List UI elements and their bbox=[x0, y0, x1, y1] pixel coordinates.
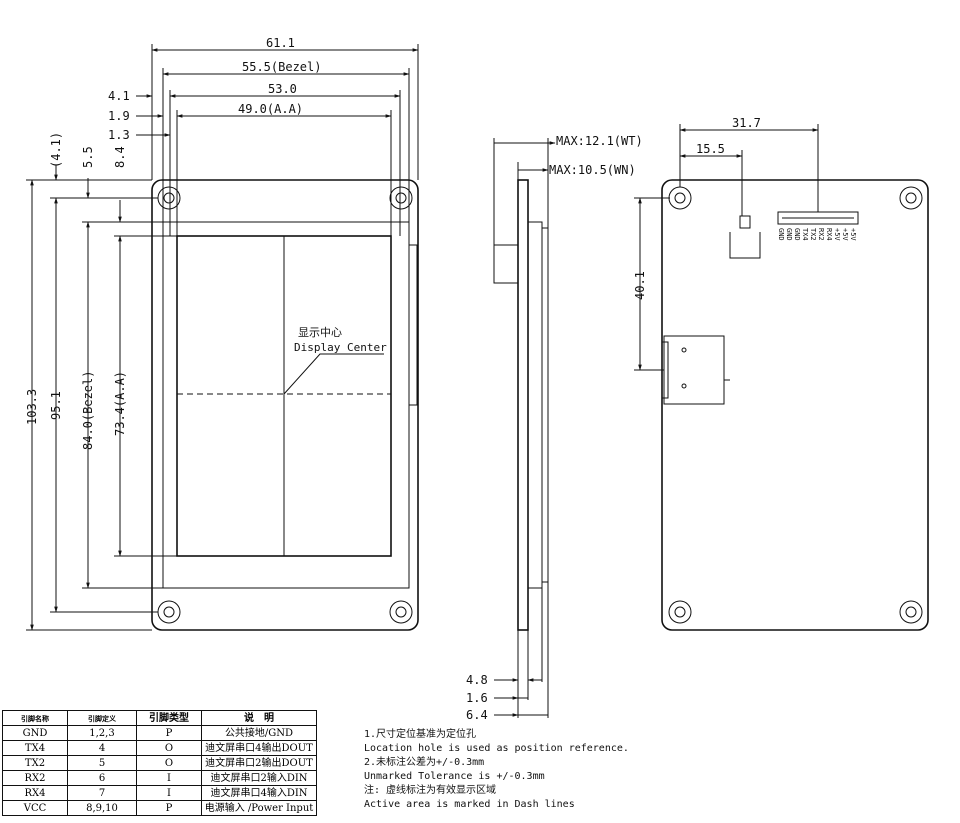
dim-53-0: 53.0 bbox=[268, 82, 297, 96]
dim-8-4: 8.4 bbox=[113, 146, 127, 168]
cell: 8,9,10 bbox=[67, 800, 137, 816]
back-hole-tr bbox=[899, 186, 923, 210]
pin-label: GND bbox=[785, 228, 793, 241]
note-line: 1.尺寸定位基准为定位孔 bbox=[364, 729, 477, 740]
cell: 电源输入 /Power Input bbox=[201, 800, 317, 816]
dim-15-5: 15.5 bbox=[696, 142, 725, 156]
back-usb-port bbox=[663, 335, 725, 405]
cell: P bbox=[136, 725, 202, 741]
front-outline bbox=[151, 179, 419, 631]
cell: O bbox=[136, 755, 202, 771]
back-hole-tl bbox=[668, 186, 692, 210]
cell: 7 bbox=[67, 785, 137, 801]
cell: P bbox=[136, 800, 202, 816]
header-pin-type: 引脚类型 bbox=[136, 710, 202, 726]
dim-1-9: 1.9 bbox=[108, 109, 130, 123]
cell: I bbox=[136, 770, 202, 786]
cell: 公共接地/GND bbox=[201, 725, 317, 741]
notes: 1.尺寸定位基准为定位孔 Location hole is used as po… bbox=[364, 728, 629, 812]
dim-95-1: 95.1 bbox=[49, 391, 63, 420]
dim-4-1: 4.1 bbox=[108, 89, 130, 103]
cell: GND bbox=[2, 725, 68, 741]
back-outline bbox=[661, 179, 929, 631]
cell: 迪文屏串口4输入DIN bbox=[201, 785, 317, 801]
bezel-outline bbox=[162, 221, 410, 589]
dim-6-4: 6.4 bbox=[466, 708, 488, 722]
note-line: Unmarked Tolerance is +/-0.3mm bbox=[364, 771, 545, 782]
cell: 迪文屏串口2输出DOUT bbox=[201, 755, 317, 771]
dim-5-5: 5.5 bbox=[81, 146, 95, 168]
display-center-cn: 显示中心 bbox=[298, 326, 342, 339]
cell: I bbox=[136, 785, 202, 801]
mounting-hole-tr bbox=[389, 186, 413, 210]
dim-73-4: 73.4(A.A) bbox=[113, 371, 127, 436]
header-pin-def: 引脚定义 bbox=[67, 710, 137, 726]
cell: 迪文屏串口4输出DOUT bbox=[201, 740, 317, 756]
back-button bbox=[739, 215, 751, 229]
cell: VCC bbox=[2, 800, 68, 816]
display-center-en: Display Center bbox=[294, 341, 387, 354]
pin-label: RX2 bbox=[817, 228, 825, 241]
dim-55-5: 55.5(Bezel) bbox=[242, 60, 321, 74]
pin-label: +5V bbox=[841, 228, 849, 241]
dim-4-8: 4.8 bbox=[466, 673, 488, 687]
dim-40-1: 40.1 bbox=[633, 271, 647, 300]
note-line: 注: 虚线标注为有效显示区域 bbox=[364, 785, 497, 796]
header-desc: 说 明 bbox=[201, 710, 317, 726]
dim-103-3: 103.3 bbox=[25, 389, 39, 425]
cell: 6 bbox=[67, 770, 137, 786]
mounting-hole-bl bbox=[157, 600, 181, 624]
dim-31-7: 31.7 bbox=[732, 116, 761, 130]
front-view: 显示中心 Display Center 61.1 55.5(Bezel) 53.… bbox=[25, 36, 419, 631]
cell: TX4 bbox=[2, 740, 68, 756]
cell: RX4 bbox=[2, 785, 68, 801]
cell: RX2 bbox=[2, 770, 68, 786]
dim-1-6: 1.6 bbox=[466, 691, 488, 705]
dim-max-wt: MAX:12.1(WT) bbox=[556, 134, 643, 148]
pin-label: TX4 bbox=[801, 228, 809, 241]
cell: 1,2,3 bbox=[67, 725, 137, 741]
cell: 5 bbox=[67, 755, 137, 771]
back-hole-br bbox=[899, 600, 923, 624]
pin-table-header: 引脚名称 引脚定义 引脚类型 说 明 bbox=[2, 710, 317, 726]
mounting-hole-br bbox=[389, 600, 413, 624]
back-hole-bl bbox=[668, 600, 692, 624]
note-line: 2.未标注公差为+/-0.3mm bbox=[364, 757, 485, 768]
cell: 4 bbox=[67, 740, 137, 756]
side-connector bbox=[493, 244, 519, 284]
side-view: MAX:12.1(WT) MAX:10.5(WN) 4.8 1.6 6.4 bbox=[466, 134, 643, 722]
dim-4-1-v: (4.1) bbox=[49, 132, 63, 168]
dim-max-wn: MAX:10.5(WN) bbox=[549, 163, 636, 177]
cell: 迪文屏串口2输入DIN bbox=[201, 770, 317, 786]
cell: O bbox=[136, 740, 202, 756]
bezel-side-step bbox=[408, 244, 418, 406]
side-pcb bbox=[517, 179, 529, 631]
note-line: Location hole is used as position refere… bbox=[364, 743, 629, 754]
dim-49-0: 49.0(A.A) bbox=[238, 102, 303, 116]
dim-1-3: 1.3 bbox=[108, 128, 130, 142]
pin-label: GND bbox=[793, 228, 801, 241]
pin-label: +5V bbox=[833, 228, 841, 241]
pin-label: RX4 bbox=[825, 228, 833, 241]
header-pin-name: 引脚名称 bbox=[2, 710, 68, 726]
pin-label: TX2 bbox=[809, 228, 817, 241]
dim-84-0: 84.0(Bezel) bbox=[81, 371, 95, 450]
dim-61-1: 61.1 bbox=[266, 36, 295, 50]
cell: TX2 bbox=[2, 755, 68, 771]
side-bezel bbox=[527, 221, 543, 589]
pin-label: GND bbox=[777, 228, 785, 241]
pin-label: +5V bbox=[849, 228, 857, 241]
note-line: Active area is marked in Dash lines bbox=[364, 799, 575, 810]
